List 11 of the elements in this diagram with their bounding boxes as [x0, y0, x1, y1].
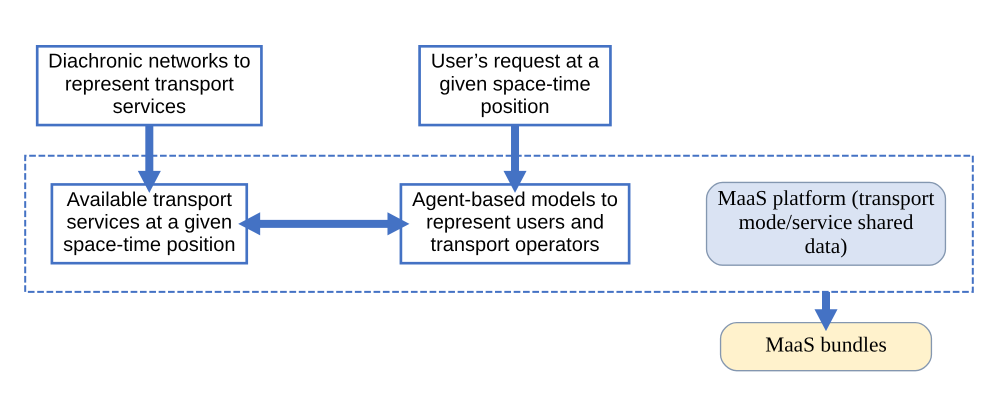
node-box: Available transport services at a given space-time position — [50, 182, 248, 264]
node-box: Diachronic networks to represent transport services — [36, 44, 263, 126]
arrow — [504, 124, 527, 192]
arrow — [138, 124, 161, 192]
node-box: User’s request at a given space-time position — [418, 44, 612, 126]
arrow — [238, 212, 410, 235]
cluster — [24, 154, 974, 292]
arrow — [814, 291, 838, 331]
node-box: Agent-based models to represent users and transport operators — [400, 182, 630, 264]
node-box: MaaS platform (transport mode/service shared data) — [706, 181, 946, 266]
node-box: MaaS bundles — [720, 321, 932, 371]
